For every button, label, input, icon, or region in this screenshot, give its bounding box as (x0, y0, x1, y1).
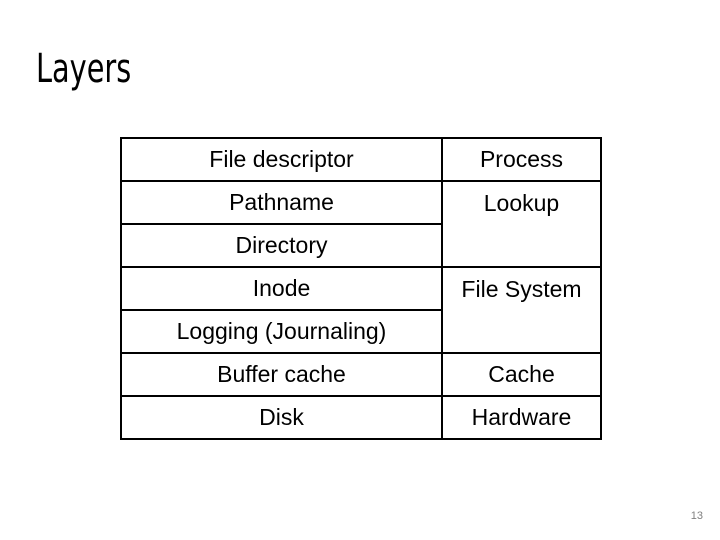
role-cell: File System (441, 266, 602, 354)
table-row: Logging (Journaling) (120, 309, 601, 354)
layer-cell: Disk (120, 395, 443, 440)
layer-cell: File descriptor (120, 137, 443, 182)
layer-cell: Pathname (120, 180, 443, 225)
role-label: Lookup (483, 190, 560, 216)
role-label: File System (461, 276, 582, 302)
layer-cell: Inode (120, 266, 443, 311)
table-row: Directory (120, 223, 601, 268)
table-row: Inode File System (120, 266, 602, 354)
page-title: Layers (36, 46, 132, 92)
layer-cell: Logging (Journaling) (120, 309, 443, 354)
role-cell: Lookup (441, 180, 602, 268)
layer-cell: Buffer cache (120, 352, 443, 397)
layer-cell: Directory (120, 223, 443, 268)
page-number: 13 (690, 510, 703, 522)
table-row: Pathname Lookup (120, 180, 602, 268)
role-cell: Cache (441, 352, 602, 397)
role-cell: Hardware (441, 395, 602, 440)
role-cell: Process (441, 137, 602, 182)
